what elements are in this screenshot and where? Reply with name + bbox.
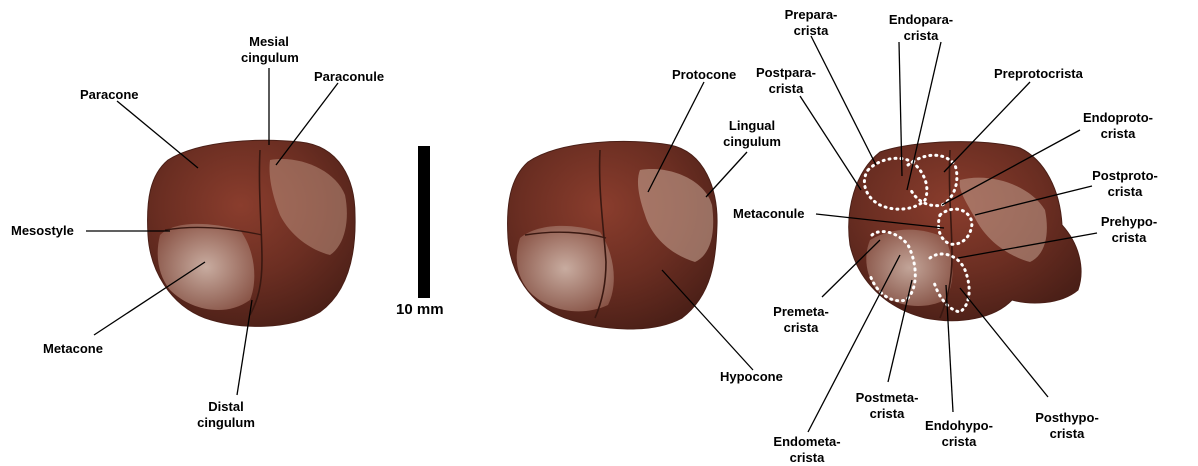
label-hypocone: Hypocone [720, 369, 783, 385]
label-metacone: Metacone [43, 341, 103, 357]
label-postparacrista: Postpara- crista [748, 65, 824, 97]
label-posthypocrista: Posthypo- crista [1024, 410, 1110, 442]
middle-tooth [508, 141, 718, 329]
label-metaconule: Metaconule [733, 206, 805, 222]
label-endometacrista: Endometa- crista [762, 434, 852, 466]
label-preprotocrista: Preprotocrista [994, 66, 1083, 82]
left-tooth [148, 140, 356, 326]
label-endoparacrista: Endopara- crista [880, 12, 962, 44]
label-protocone: Protocone [672, 67, 736, 83]
label-mesial-cingulum: Mesial cingulum [241, 34, 297, 66]
label-preparacrista: Prepara- crista [776, 7, 846, 39]
label-endohypocrista: Endohypo- crista [916, 418, 1002, 450]
scale-bar [418, 146, 430, 298]
label-paraconule: Paraconule [314, 69, 384, 85]
label-lingual-cingulum: Lingual cingulum [720, 118, 784, 150]
label-endoprotocrista: Endoproto- crista [1072, 110, 1164, 142]
label-postprotocrista: Postproto- crista [1080, 168, 1170, 200]
scale-bar-label: 10 mm [396, 302, 444, 318]
label-mesostyle: Mesostyle [11, 223, 74, 239]
label-prehypocrista: Prehypo- crista [1090, 214, 1168, 246]
label-distal-cingulum: Distal cingulum [194, 399, 258, 431]
label-premetacrista: Premeta- crista [762, 304, 840, 336]
label-paracone: Paracone [80, 87, 139, 103]
